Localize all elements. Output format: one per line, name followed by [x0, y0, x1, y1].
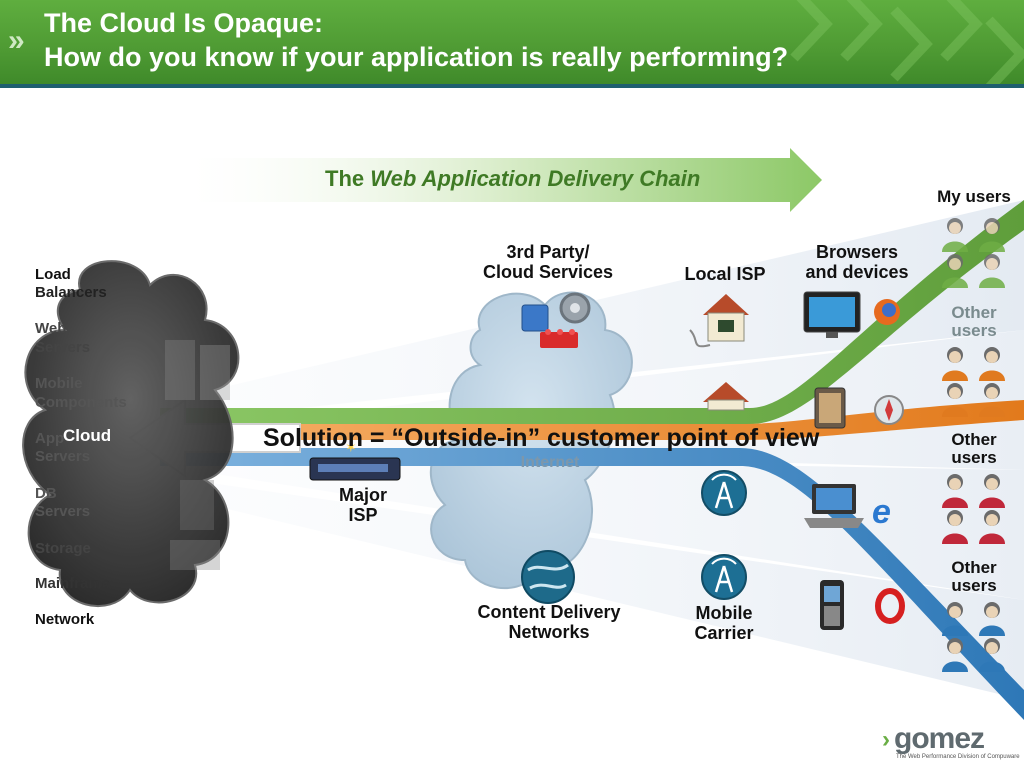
other-users-label: Other users [934, 304, 1014, 340]
third-party-line2: Cloud Services [482, 262, 614, 282]
logo-chevron-icon: › [882, 726, 890, 753]
chain-arrow-emphasis: Web Application Delivery Chain [370, 166, 701, 191]
internet-explorer-icon: e [872, 493, 891, 531]
network-switch-icon: ✶ [309, 439, 401, 481]
component-label: Web [35, 320, 67, 337]
major-isp-label: Major ISP [328, 485, 398, 525]
house-icon [689, 294, 749, 348]
antenna-icon [701, 470, 747, 516]
laptop-icon [804, 484, 864, 528]
other-users-line1: Other [951, 303, 997, 322]
decorative-chevrons [790, 0, 1024, 84]
browsers-label: Browsers and devices [798, 242, 916, 282]
browsers-line2: and devices [805, 262, 909, 282]
tablet-icon [814, 387, 846, 429]
chain-arrow-prefix: The [325, 166, 365, 191]
component-label: App [35, 430, 65, 447]
component-label: Load [35, 266, 71, 283]
internet-label: Internet [520, 454, 580, 471]
third-party-label: 3rd Party/ Cloud Services [478, 242, 618, 282]
other-users-line2: users [951, 576, 997, 595]
svg-text:e: e [872, 493, 891, 531]
my-users-label: My users [937, 187, 1011, 206]
phone-icon [820, 580, 844, 630]
other-users-line1: Other [951, 558, 997, 577]
delivery-chain-arrow [190, 148, 822, 212]
other-users-label: Other users [934, 559, 1014, 595]
house-icon [703, 382, 749, 411]
solution-text: Solution = “Outside-in” customer point o… [263, 424, 820, 452]
component-label: DB [35, 485, 57, 502]
mobile-carrier-label: Mobile Carrier [684, 603, 764, 643]
cloud-label: Cloud [63, 426, 112, 445]
mobile-line1: Mobile [695, 603, 753, 623]
cdn-label: Content Delivery Networks [466, 602, 632, 642]
component-label: Balancers [35, 284, 107, 301]
opera-icon [875, 588, 905, 624]
component-label: Mobile [35, 375, 83, 392]
browsers-line1: Browsers [815, 242, 899, 262]
component-label: Servers [35, 339, 91, 356]
component-label: Network [35, 611, 95, 628]
other-users-line2: users [951, 448, 997, 467]
component-label: Storage [35, 540, 91, 557]
major-isp-line2: ISP [348, 505, 378, 525]
slide-subtitle: How do you know if your application is r… [44, 42, 789, 72]
other-users-line2: users [951, 321, 997, 340]
server-rack-icons [165, 340, 230, 570]
mobile-line2: Carrier [694, 623, 754, 643]
opaque-cloud [22, 260, 240, 607]
svg-text:✶: ✶ [345, 439, 357, 455]
component-label: Servers [35, 448, 91, 465]
gomez-logo: › gomez The Web Performance Division of … [882, 722, 1020, 764]
antenna-icon [701, 554, 747, 600]
other-users-label: Other users [934, 431, 1014, 467]
cdn-line1: Content Delivery [477, 602, 621, 622]
cloud-services-icon [521, 292, 591, 348]
title-banner: » The Cloud Is Opaque: How do you know i… [0, 0, 1024, 84]
component-label: Components [35, 394, 127, 411]
cdn-line2: Networks [508, 622, 590, 642]
other-users-line1: Other [951, 430, 997, 449]
slide-title: The Cloud Is Opaque: [44, 8, 324, 38]
globe-icon [521, 550, 575, 604]
component-label: Mainframe [35, 575, 111, 592]
header-rule [0, 84, 1024, 88]
logo-tagline: The Web Performance Division of Compuwar… [896, 754, 1020, 760]
third-party-line1: 3rd Party/ [506, 242, 590, 262]
major-isp-line1: Major [338, 485, 387, 505]
local-isp-label: Local ISP [684, 264, 766, 284]
monitor-icon [803, 291, 861, 338]
logo-brand: gomez [894, 722, 985, 755]
firefox-icon [874, 299, 900, 325]
chevron-icon: » [8, 24, 25, 57]
chain-arrow-label: The Web Application Delivery Chain [325, 166, 700, 192]
component-label: Servers [35, 503, 91, 520]
solution-bands [160, 200, 1024, 720]
safari-icon [874, 395, 904, 425]
